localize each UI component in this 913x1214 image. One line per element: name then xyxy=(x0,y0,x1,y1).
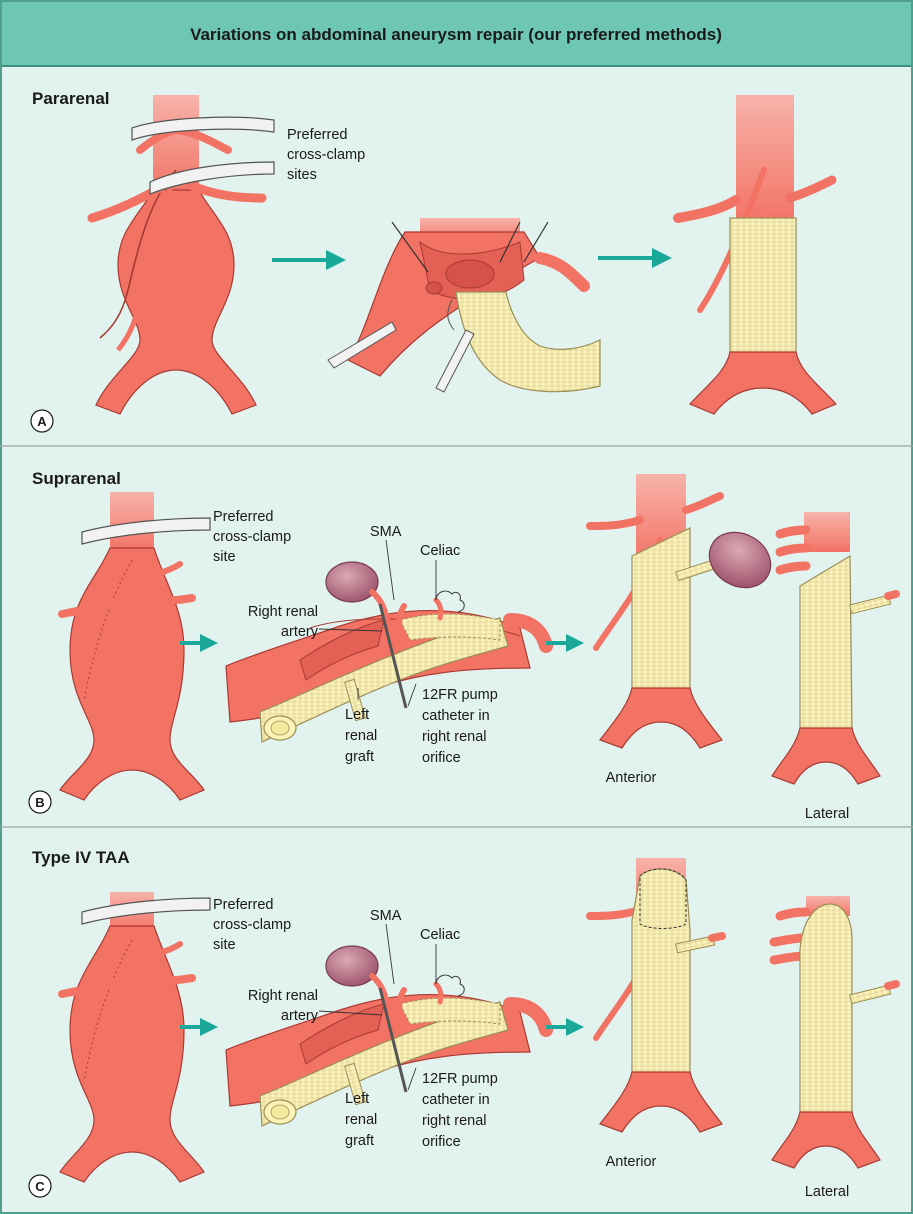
label-lateral: Lateral xyxy=(805,1184,849,1200)
label-preferred-cross-clamp-site-1: Preferred xyxy=(213,509,273,525)
label-pump-catheter-3: right renal xyxy=(422,729,486,745)
label-preferred-cross-clamp-site-1: Preferred xyxy=(213,897,273,913)
label-right-renal-artery-1: Right renal xyxy=(248,604,318,620)
label-pump-catheter-1: 12FR pump xyxy=(422,687,498,703)
label-preferred-cross-clamp-site-3: site xyxy=(213,549,236,565)
label-preferred-cross-clamp-site-2: cross-clamp xyxy=(213,529,291,545)
panel-b-title: Suprarenal xyxy=(32,469,121,488)
label-anterior: Anterior xyxy=(606,770,657,786)
label-preferred-cross-clamp-site-3: site xyxy=(213,937,236,953)
panel-badge-c-label: C xyxy=(35,1179,45,1194)
label-left-renal-graft-3: graft xyxy=(345,1133,374,1149)
panel-c-title: Type IV TAA xyxy=(32,848,130,867)
label-preferred-cross-clamp-sites-1: Preferred xyxy=(287,127,347,143)
label-left-renal-graft-3: graft xyxy=(345,749,374,765)
label-pump-catheter-4: orifice xyxy=(422,750,461,766)
panel-badge-a: A xyxy=(31,410,53,432)
label-preferred-cross-clamp-site-2: cross-clamp xyxy=(213,917,291,933)
label-pump-catheter-4: orifice xyxy=(422,1134,461,1150)
panel-badge-a-label: A xyxy=(37,414,47,429)
label-sma: SMA xyxy=(370,524,402,540)
label-pump-catheter-2: catheter in xyxy=(422,708,490,724)
label-celiac: Celiac xyxy=(420,927,460,943)
label-preferred-cross-clamp-sites-2: cross-clamp xyxy=(287,147,365,163)
label-preferred-cross-clamp-sites-3: sites xyxy=(287,167,317,183)
label-pump-catheter-1: 12FR pump xyxy=(422,1071,498,1087)
label-pump-catheter-2: catheter in xyxy=(422,1092,490,1108)
label-celiac: Celiac xyxy=(420,543,460,559)
panel-badge-c: C xyxy=(29,1175,51,1197)
panel-badge-b: B xyxy=(29,791,51,813)
label-right-renal-artery-1: Right renal xyxy=(248,988,318,1004)
label-left-renal-graft-1: Left xyxy=(345,1091,369,1107)
panel-a-title: Pararenal xyxy=(32,89,110,108)
label-pump-catheter-3: right renal xyxy=(422,1113,486,1129)
label-left-renal-graft-2: renal xyxy=(345,728,377,744)
label-anterior: Anterior xyxy=(606,1154,657,1170)
panel-badge-b-label: B xyxy=(35,795,44,810)
label-sma: SMA xyxy=(370,908,402,924)
label-right-renal-artery-2: artery xyxy=(281,624,319,640)
figure-title: Variations on abdominal aneurysm repair … xyxy=(190,25,722,44)
label-left-renal-graft-1: Left xyxy=(345,707,369,723)
label-lateral: Lateral xyxy=(805,806,849,822)
label-right-renal-artery-2: artery xyxy=(281,1008,319,1024)
label-left-renal-graft-2: renal xyxy=(345,1112,377,1128)
